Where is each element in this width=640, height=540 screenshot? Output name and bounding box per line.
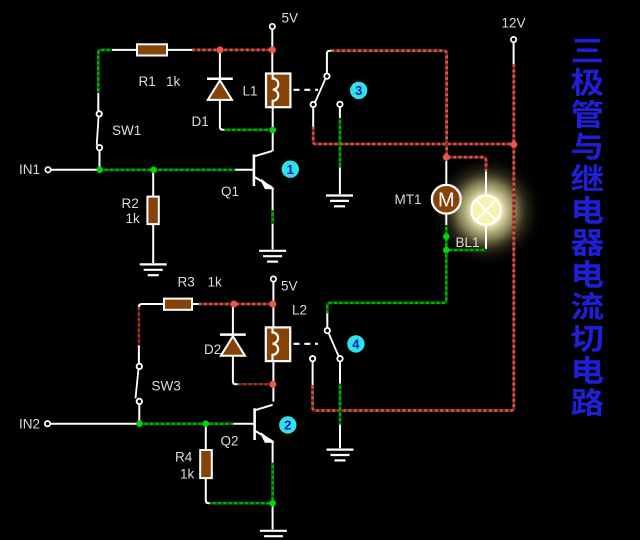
svg-text:R2: R2 bbox=[122, 196, 139, 211]
svg-text:M: M bbox=[438, 190, 455, 212]
svg-text:SW1: SW1 bbox=[112, 123, 141, 138]
svg-text:Q1: Q1 bbox=[221, 184, 239, 199]
svg-text:3: 3 bbox=[355, 83, 362, 98]
svg-text:1k: 1k bbox=[166, 74, 181, 89]
svg-text:IN2: IN2 bbox=[19, 417, 40, 432]
svg-text:5V: 5V bbox=[282, 11, 299, 26]
svg-text:D2: D2 bbox=[204, 342, 221, 357]
svg-text:BL1: BL1 bbox=[456, 235, 480, 250]
svg-text:12V: 12V bbox=[502, 16, 526, 31]
svg-text:1k: 1k bbox=[208, 275, 223, 290]
svg-text:L2: L2 bbox=[292, 303, 307, 318]
svg-text:SW3: SW3 bbox=[152, 379, 181, 394]
svg-text:L1: L1 bbox=[243, 84, 258, 99]
svg-text:1k: 1k bbox=[126, 211, 141, 226]
svg-text:4: 4 bbox=[352, 337, 360, 352]
svg-text:1k: 1k bbox=[180, 467, 195, 482]
svg-text:D1: D1 bbox=[192, 114, 209, 129]
svg-text:IN1: IN1 bbox=[19, 162, 40, 177]
svg-text:MT1: MT1 bbox=[395, 192, 422, 207]
svg-text:1: 1 bbox=[287, 162, 294, 177]
svg-text:R3: R3 bbox=[178, 275, 195, 290]
svg-text:2: 2 bbox=[284, 418, 291, 433]
svg-text:Q2: Q2 bbox=[221, 434, 239, 449]
svg-text:R4: R4 bbox=[175, 450, 193, 465]
svg-text:R1: R1 bbox=[139, 74, 156, 89]
svg-text:5V: 5V bbox=[281, 279, 298, 294]
